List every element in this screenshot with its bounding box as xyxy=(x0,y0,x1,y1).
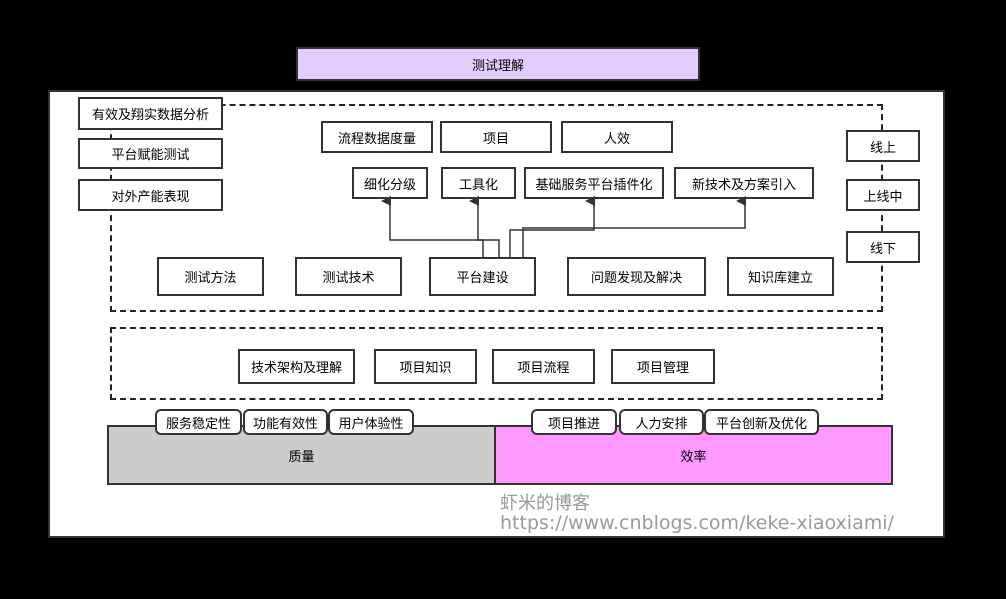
top-item-process-metrics: 流程数据度量 xyxy=(321,121,433,153)
core-item-knowledge-base: 知识库建立 xyxy=(727,257,834,296)
right-item-going-online: 上线中 xyxy=(846,179,920,211)
core-item-platform-building: 平台建设 xyxy=(429,257,536,296)
left-item-platform-testing: 平台赋能测试 xyxy=(78,138,223,169)
core-item-test-method: 测试方法 xyxy=(157,257,264,296)
efficiency-bar: 效率 xyxy=(494,425,893,485)
efficiency-tag-project-push: 项目推进 xyxy=(531,409,617,435)
right-item-offline: 线下 xyxy=(846,231,920,263)
lower-dashed-region xyxy=(110,327,883,400)
knowledge-item-project-knowledge: 项目知识 xyxy=(374,349,477,384)
left-item-output: 对外产能表现 xyxy=(78,179,223,211)
watermark-url: https://www.cnblogs.com/keke-xiaoxiami/ xyxy=(500,512,894,534)
core-item-test-technology: 测试技术 xyxy=(295,257,402,296)
right-item-online: 线上 xyxy=(846,130,920,162)
left-item-data-analysis: 有效及翔实数据分析 xyxy=(78,97,223,130)
quality-tag-stability: 服务稳定性 xyxy=(155,409,242,435)
arrow-to-plugin xyxy=(509,196,595,257)
output-refine-grading: 细化分级 xyxy=(352,167,428,199)
arrow-to-new-tech xyxy=(522,196,746,257)
arrow-to-tooling xyxy=(469,196,500,257)
core-item-problem-solving: 问题发现及解决 xyxy=(567,257,706,296)
top-item-project: 项目 xyxy=(440,121,552,153)
knowledge-item-project-process: 项目流程 xyxy=(492,349,595,384)
watermark-blog-name: 虾米的博客 xyxy=(500,493,590,514)
efficiency-tag-staffing: 人力安排 xyxy=(619,409,704,435)
knowledge-item-architecture: 技术架构及理解 xyxy=(238,349,355,384)
quality-tag-functionality: 功能有效性 xyxy=(243,409,328,435)
quality-tag-user-experience: 用户体验性 xyxy=(328,409,414,435)
efficiency-tag-platform-innovation: 平台创新及优化 xyxy=(704,409,819,435)
top-item-efficiency: 人效 xyxy=(561,121,673,153)
knowledge-item-project-management: 项目管理 xyxy=(611,349,715,384)
title-box: 测试理解 xyxy=(296,47,700,81)
arrow-to-refine-grading xyxy=(381,196,484,257)
